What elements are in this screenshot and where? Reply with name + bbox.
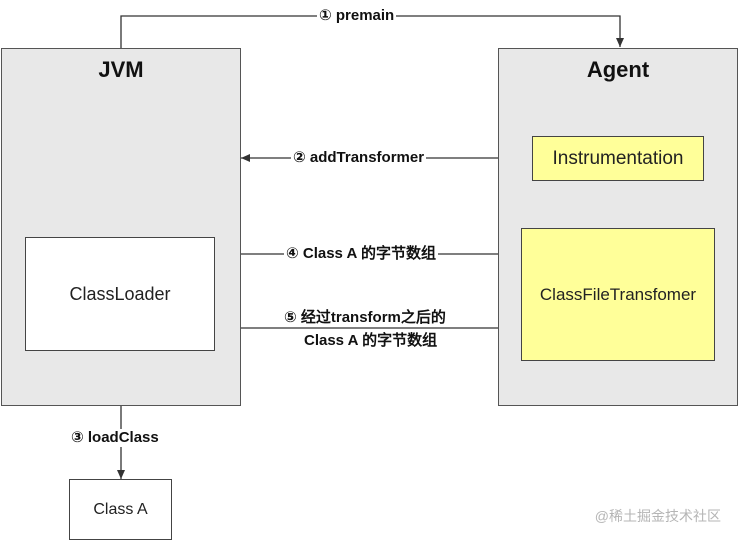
watermark: @稀土掘金技术社区 <box>594 508 721 524</box>
transformed-bytes-label-line2: Class A 的字节数组 <box>302 332 440 350</box>
class-a-label: Class A <box>93 500 148 518</box>
bytes-label: ④ Class A 的字节数组 <box>284 245 438 263</box>
instrumentation-box: Instrumentation <box>532 136 704 181</box>
agent-title: Agent <box>586 57 650 82</box>
load-class-label: ③ loadClass <box>69 429 161 447</box>
class-file-transformer-box: ClassFileTransfomer <box>521 228 715 361</box>
class-loader-label: ClassLoader <box>69 283 171 304</box>
class-file-transformer-label: ClassFileTransfomer <box>539 284 697 304</box>
premain-label: ① premain <box>317 7 397 25</box>
class-a-box: Class A <box>69 479 172 540</box>
transformed-bytes-label-line1: ⑤ 经过transform之后的 <box>282 309 448 327</box>
add-transformer-label: ② addTransformer <box>291 149 427 167</box>
class-loader-box: ClassLoader <box>25 237 215 351</box>
jvm-box: JVM <box>1 48 241 406</box>
instrumentation-label: Instrumentation <box>552 147 684 169</box>
jvm-title: JVM <box>98 57 144 82</box>
